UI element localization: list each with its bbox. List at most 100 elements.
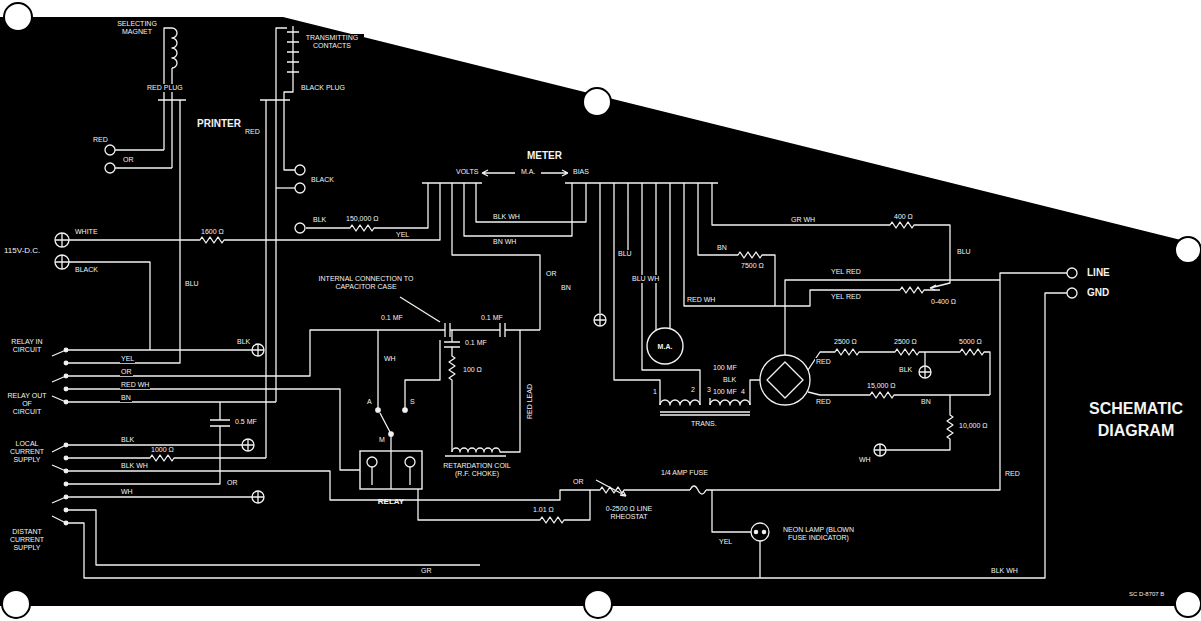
schematic-line — [242, 439, 254, 451]
schematic-label: BLACK — [74, 266, 99, 274]
schematic-line — [690, 486, 706, 494]
schematic-label: 1000 Ω — [150, 446, 175, 454]
schematic-line — [260, 28, 295, 458]
schematic-line — [64, 469, 68, 473]
schematic-label: BLU WH — [631, 275, 660, 283]
schematic-label: 2 — [690, 386, 696, 394]
schematic-label: BN — [716, 244, 728, 252]
schematic-line — [594, 314, 606, 326]
schematic-line — [66, 330, 445, 376]
schematic-line — [64, 387, 68, 391]
schematic-label: GR WH — [790, 216, 816, 224]
schematic-line — [596, 480, 626, 496]
schematic-label: M.A. — [520, 168, 536, 176]
schematic-line — [565, 183, 718, 212]
schematic-line — [627, 212, 628, 250]
schematic-label: 7500 Ω — [740, 262, 765, 270]
schematic-label: YEL — [395, 231, 410, 239]
schematic-label: 0-400 Ω — [930, 298, 957, 306]
schematic-label: 100 MF — [712, 388, 738, 396]
schematic-label: WH — [858, 456, 872, 464]
schematic-label: BLK — [312, 216, 327, 224]
schematic-label: BN WH — [492, 238, 517, 246]
schematic-line — [64, 348, 68, 352]
schematic-line — [295, 183, 305, 193]
schematic-label: WH — [383, 355, 397, 363]
schematic-label: GR — [420, 567, 433, 575]
schematic-line — [584, 590, 612, 618]
schematic-line — [172, 28, 177, 68]
schematic-label: TRANSMITTING CONTACTS — [300, 34, 364, 50]
schematic-label: 10,000 Ω — [958, 422, 989, 430]
schematic-line — [445, 323, 540, 337]
schematic-label: RELAY OUT OF CIRCUIT — [6, 392, 48, 416]
schematic-line — [874, 444, 886, 456]
schematic-label: BLU — [956, 248, 972, 256]
node-label: RELAY — [358, 497, 424, 506]
schematic-line — [2, 590, 30, 618]
schematic-label: BN — [560, 284, 572, 292]
schematic-label: BN — [920, 398, 932, 406]
schematic-line — [69, 212, 440, 243]
diagram-title: SCHEMATIC DIAGRAM — [1078, 398, 1194, 441]
schematic-line — [105, 145, 115, 155]
schematic-line — [1175, 237, 1201, 263]
schematic-line — [660, 380, 760, 415]
schematic-label: 1/4 AMP FUSE — [660, 469, 709, 477]
schematic-line — [874, 444, 886, 456]
schematic-line — [808, 392, 990, 450]
schematic-line — [444, 330, 460, 452]
schematic-label: RED — [815, 358, 832, 366]
node-shape — [647, 328, 683, 364]
schematic-label: PRINTER — [196, 118, 242, 130]
schematic-line — [64, 495, 68, 499]
wires — [52, 26, 1067, 578]
schematic-label: BLK — [722, 376, 737, 384]
schematic-label: S — [409, 398, 416, 406]
schematic-line — [452, 330, 520, 452]
schematic-label: OR — [572, 478, 585, 486]
schematic-line — [775, 287, 940, 306]
schematic-line — [767, 362, 803, 398]
schematic-label: BN — [120, 394, 132, 402]
schematic-label: RED — [815, 398, 832, 406]
mounting-holes — [2, 3, 1201, 618]
schematic-line — [55, 233, 69, 247]
schematic-label: BLK WH — [492, 213, 521, 221]
schematic-line — [64, 374, 68, 378]
schematic-label: YEL RED — [830, 268, 862, 276]
schematic-label: 3 — [706, 386, 712, 394]
schematic-line — [808, 349, 990, 395]
schematic-line — [372, 451, 590, 523]
schematic-line — [760, 355, 810, 405]
schematic-line — [295, 165, 305, 175]
schematic-label: SELECTING MAGNET — [112, 20, 162, 36]
schematic-line — [64, 400, 68, 404]
schematic-line — [66, 402, 230, 484]
schematic-line — [1067, 288, 1077, 298]
schematic-label: M — [378, 436, 386, 444]
schematic-label: OR — [226, 479, 239, 487]
schematic-label: OR — [120, 368, 133, 376]
schematic-line — [751, 523, 769, 541]
schematic-label: METER — [526, 150, 563, 162]
schematic-line — [252, 344, 264, 356]
node-label: M.A. — [646, 343, 684, 350]
schematic-label: 150,000 Ω — [345, 215, 379, 223]
schematic-line — [405, 457, 415, 467]
schematic-label: OR — [545, 270, 558, 278]
schematic-label: BIAS — [572, 168, 590, 176]
schematic-label: LINE — [1086, 267, 1111, 279]
schematic-label: WH — [120, 488, 134, 496]
plus-terminals — [55, 233, 931, 503]
schematic-line — [656, 212, 670, 330]
schematic-line — [1175, 591, 1201, 617]
schematic-label: DISTANT CURRENT SUPPLY — [6, 528, 48, 552]
schematic-line — [66, 293, 1067, 578]
schematic-label: RELAY IN CIRCUIT — [6, 338, 48, 354]
schematic-line — [64, 521, 68, 525]
schematic-label: VOLTS — [455, 168, 479, 176]
schematic-line — [660, 400, 750, 405]
